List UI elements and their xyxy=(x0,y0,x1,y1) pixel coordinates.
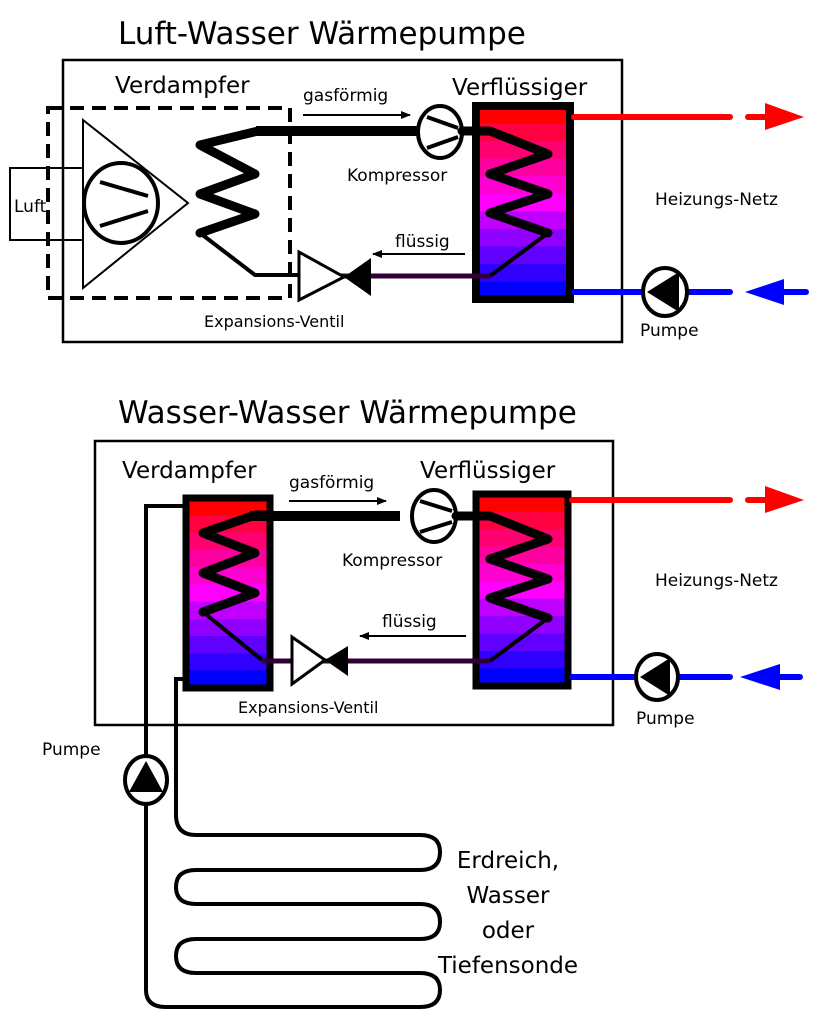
air-duct xyxy=(9,167,82,241)
evaporator-coil xyxy=(195,126,263,238)
expansion-valve-label: Expansions-Ventil xyxy=(204,312,344,331)
evaporator-boundary xyxy=(46,106,292,300)
condenser-label: Verflüssiger xyxy=(420,458,556,484)
fan-icon xyxy=(82,161,160,245)
gas-state-label: gasförmig xyxy=(289,473,374,493)
circulation-pump-icon xyxy=(641,266,689,318)
condenser-coil-outlet xyxy=(488,231,550,278)
source-supply-pipe xyxy=(144,504,186,758)
source-label-line: Wasser xyxy=(467,883,550,909)
source-return-pipe xyxy=(174,677,186,815)
source-label-line: Erdreich, xyxy=(457,848,559,874)
heating-return-arrow xyxy=(745,279,809,305)
heating-supply-arrow xyxy=(745,103,804,130)
diagram-title: Wasser-Wasser Wärmepumpe xyxy=(118,395,577,431)
condenser-label: Verflüssiger xyxy=(452,75,588,101)
evaporator-coil-outlet xyxy=(201,610,264,662)
source-label: Erdreich, Wasser oder Tiefensonde xyxy=(437,848,578,979)
source-pump-icon xyxy=(123,754,169,806)
expansion-valve-icon xyxy=(290,634,348,687)
compressor-label: Kompressor xyxy=(342,551,442,571)
source-label-line: Tiefensonde xyxy=(437,953,578,979)
heating-network-label: Heizungs-Netz xyxy=(655,190,778,210)
diagram-title: Luft-Wasser Wärmepumpe xyxy=(118,16,526,52)
compressor-icon xyxy=(416,104,464,160)
condenser-coil xyxy=(451,511,553,623)
pump-label: Pumpe xyxy=(636,709,695,729)
condenser-coil xyxy=(457,126,553,238)
circulation-pump-icon xyxy=(634,652,680,702)
air-label: Luft xyxy=(14,197,47,217)
expansion-valve-label: Expansions-Ventil xyxy=(238,698,378,717)
evaporator-coil-outlet xyxy=(198,231,300,277)
expansion-valve-icon xyxy=(297,249,371,303)
heating-supply-arrow xyxy=(745,486,804,513)
condenser-coil-outlet xyxy=(488,616,550,663)
diagram-air-water: Luft-Wasser Wärmepumpe Verdampfer Verflü… xyxy=(9,16,809,344)
unit-housing xyxy=(61,58,624,344)
gas-state-label: gasförmig xyxy=(303,86,388,106)
source-pump-label: Pumpe xyxy=(42,740,101,760)
compressor-icon xyxy=(410,488,458,544)
unit-housing xyxy=(93,439,615,727)
liquid-state-label: flüssig xyxy=(395,232,450,252)
heating-return-arrow xyxy=(740,664,803,690)
evaporator-label: Verdampfer xyxy=(115,73,250,99)
heating-network-label: Heizungs-Netz xyxy=(655,571,778,591)
diagram-water-water: Wasser-Wasser Wärmepumpe Verdampfer Verf… xyxy=(42,395,804,1009)
ground-loop xyxy=(144,802,442,1009)
compressor-label: Kompressor xyxy=(347,166,447,186)
liquid-state-label: flüssig xyxy=(382,612,437,632)
source-label-line: oder xyxy=(482,918,535,944)
evaporator-label: Verdampfer xyxy=(122,458,257,484)
pump-label: Pumpe xyxy=(640,321,699,341)
